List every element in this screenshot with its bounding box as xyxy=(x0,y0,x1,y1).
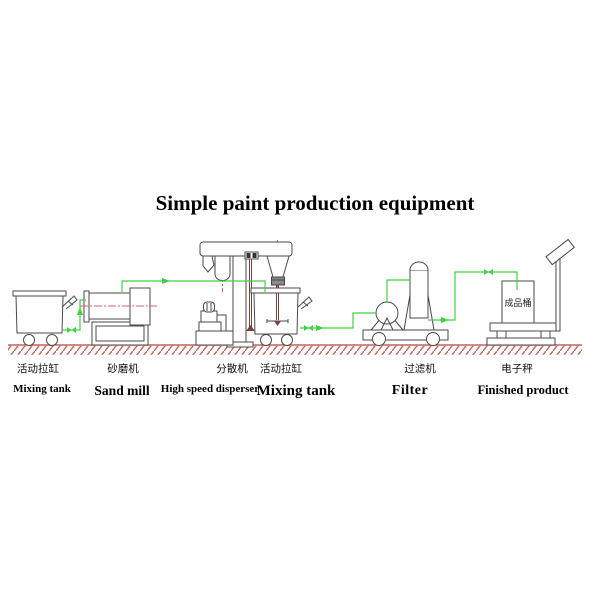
disperser-bracket xyxy=(202,255,215,273)
label-zh-mixing-tank-2: 活动拉缸 xyxy=(260,363,302,375)
arrow-up-1 xyxy=(77,307,83,315)
label-en-sand-mill: Sand mill xyxy=(94,383,150,398)
label-zh-finished-product: 电子秤 xyxy=(501,363,533,375)
high-speed-disperser xyxy=(195,240,293,348)
product-box xyxy=(501,280,535,324)
feed-pump xyxy=(195,301,234,346)
disperser-column xyxy=(232,255,247,343)
arrow-right-2 xyxy=(316,325,324,331)
diagram-title: Simple paint production equipment xyxy=(155,191,475,215)
flow-lines xyxy=(63,269,518,333)
ground-line xyxy=(8,344,582,355)
scale-base xyxy=(486,337,556,346)
sand-mill xyxy=(80,287,157,346)
label-en-filter: Filter xyxy=(391,383,429,398)
filter xyxy=(362,261,449,346)
arrow-right-1 xyxy=(162,278,170,284)
label-en-mixing-tank-1: Mixing tank xyxy=(13,383,71,395)
disperser-cone-shaft xyxy=(266,255,290,326)
disperser-motor xyxy=(214,255,231,281)
arrow-right-3 xyxy=(441,317,449,323)
mixing-tank-2 xyxy=(250,287,313,346)
label-zh-mixing-tank-1: 活动拉缸 xyxy=(17,363,59,375)
label-zh-sand-mill: 砂磨机 xyxy=(107,363,139,375)
label-en-disperser: High speed disperser xyxy=(160,383,260,395)
finished-product: 成品桶 xyxy=(486,238,575,346)
scale-platform xyxy=(489,322,558,332)
scale-display xyxy=(545,238,575,266)
scale-column xyxy=(555,249,561,332)
label-zh-filter: 过滤机 xyxy=(404,363,436,375)
filter-vessel xyxy=(409,269,429,319)
label-zh-disperser: 分散机 xyxy=(216,363,248,375)
label-en-mixing-tank-2: Mixing tank xyxy=(256,383,336,399)
label-en-finished-product: Finished product xyxy=(477,383,569,397)
mixing-tank-1 xyxy=(12,290,78,346)
product-box-label: 成品桶 xyxy=(504,297,531,309)
filter-pump xyxy=(375,301,399,325)
